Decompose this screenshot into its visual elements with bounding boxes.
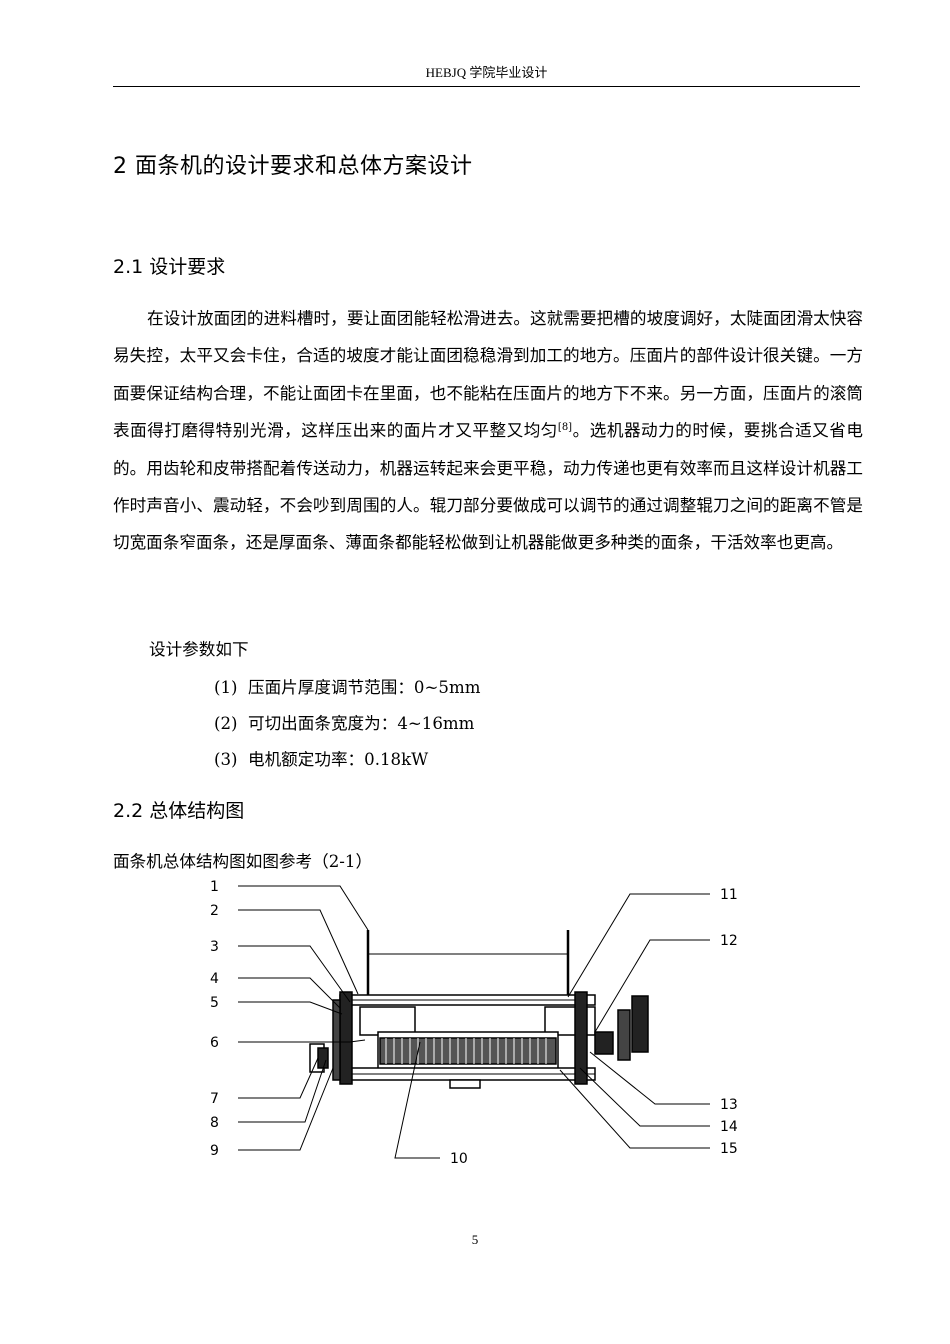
param-text: 可切出面条宽度为：4~16mm [248, 714, 475, 733]
leader-lines [238, 885, 710, 1159]
part-label: 12 [720, 933, 738, 949]
part-label: 5 [210, 995, 219, 1011]
part-label: 2 [210, 903, 219, 919]
part-label: 11 [720, 887, 738, 903]
part-label: 10 [450, 1151, 468, 1167]
part-label: 4 [210, 971, 219, 987]
param-number: (2) [214, 714, 238, 733]
design-requirements-paragraph: 在设计放面团的进料槽时，要让面团能轻松滑进去。这就需要把槽的坡度调好，太陡面团滑… [113, 300, 863, 562]
param-number: (3) [214, 750, 238, 769]
part-label: 8 [210, 1115, 219, 1131]
cutter-roller [379, 1037, 557, 1065]
part-label: 1 [210, 879, 219, 895]
list-item: (2) 可切出面条宽度为：4~16mm [214, 706, 480, 742]
figure-part-labels: 1 2 3 4 5 6 7 8 9 10 11 12 13 14 15 [210, 879, 738, 1167]
param-text: 电机额定功率：0.18kW [248, 750, 429, 769]
page-header: HEBJQ 学院毕业设计 [425, 65, 548, 80]
part-label: 6 [210, 1035, 219, 1051]
figure-caption: 面条机总体结构图如图参考（2-1） [113, 852, 373, 871]
part-label: 14 [720, 1119, 738, 1135]
citation-ref: [8] [557, 422, 573, 434]
chapter-title: 2 面条机的设计要求和总体方案设计 [113, 154, 473, 179]
part-label: 9 [210, 1143, 219, 1159]
list-item: (3) 电机额定功率：0.18kW [214, 742, 480, 778]
page-number: 5 [471, 1232, 479, 1247]
paragraph-text-part1: 在设计放面团的进料槽时，要让面团能轻松滑进去。这就需要把槽的坡度调好，太陡面团滑… [113, 309, 863, 441]
params-intro: 设计参数如下 [149, 640, 249, 659]
part-label: 3 [210, 939, 219, 955]
list-item: (1) 压面片厚度调节范围：0~5mm [214, 670, 480, 706]
part-label: 15 [720, 1141, 738, 1157]
param-number: (1) [214, 678, 238, 697]
section-title-structure-diagram: 2.2 总体结构图 [113, 800, 245, 822]
machine-drawing [309, 930, 649, 1089]
param-text: 压面片厚度调节范围：0~5mm [248, 678, 481, 697]
part-label: 13 [720, 1097, 738, 1113]
section-title-design-requirements: 2.1 设计要求 [113, 256, 226, 278]
header-rule [113, 86, 860, 87]
paragraph-text-part2: 。选机器动力的时候，要挑合适又省电的。用齿轮和皮带搭配着传送动力，机器运转起来会… [113, 421, 864, 553]
part-label: 7 [210, 1091, 219, 1107]
noodle-machine-structure-figure: 1 2 3 4 5 6 7 8 9 10 11 12 13 14 15 [210, 879, 738, 1167]
design-parameters-list: (1) 压面片厚度调节范围：0~5mm (2) 可切出面条宽度为：4~16mm (3… [214, 670, 480, 778]
